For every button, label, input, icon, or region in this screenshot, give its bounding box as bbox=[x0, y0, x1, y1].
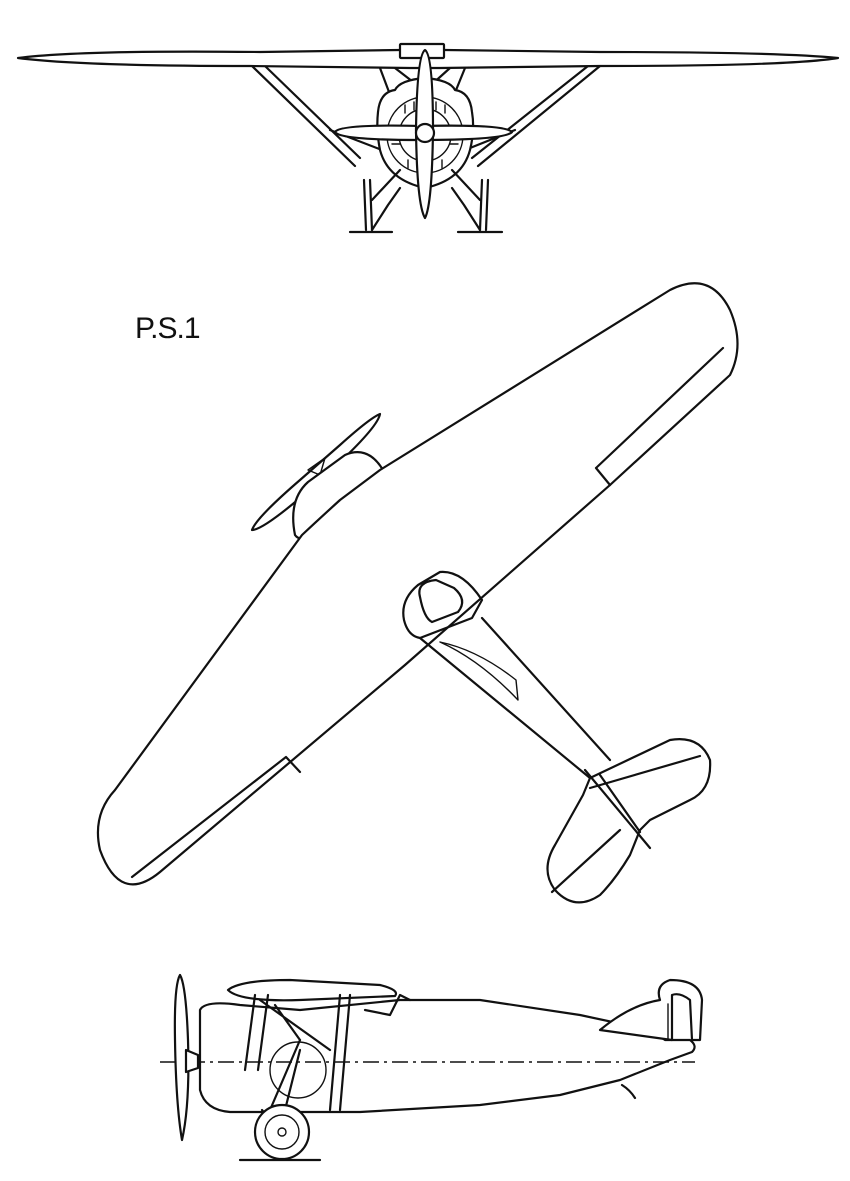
front-view bbox=[16, 42, 840, 234]
side-wing-struts bbox=[243, 993, 352, 1112]
side-cockpit bbox=[363, 993, 412, 1017]
plan-view bbox=[96, 282, 739, 904]
plan-wing bbox=[96, 282, 739, 886]
side-view bbox=[160, 973, 704, 1162]
aircraft-designation-label: P.S.1 bbox=[135, 312, 201, 345]
plan-fin-rudder bbox=[583, 768, 652, 850]
plan-ailerons bbox=[130, 346, 725, 879]
side-fin-rudder bbox=[598, 978, 704, 1042]
side-upper-wing bbox=[226, 978, 398, 1002]
plan-propeller bbox=[250, 412, 382, 532]
side-wheel bbox=[253, 1103, 311, 1161]
side-fuselage bbox=[198, 998, 696, 1114]
plan-tailplane bbox=[546, 738, 712, 904]
front-landing-gear bbox=[348, 168, 504, 234]
side-lower-wing-root bbox=[269, 1041, 327, 1099]
side-spinner bbox=[184, 1048, 200, 1074]
side-propeller bbox=[173, 973, 190, 1142]
plan-cockpit bbox=[402, 570, 484, 640]
plan-elevators bbox=[550, 754, 702, 894]
front-spinner bbox=[414, 122, 436, 144]
plan-fuselage bbox=[418, 616, 612, 780]
side-tail-skid bbox=[620, 1083, 637, 1100]
